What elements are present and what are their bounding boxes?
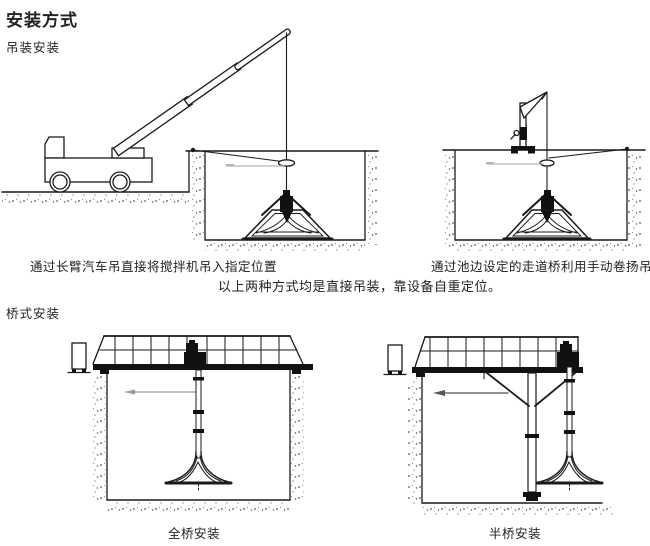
tank-full-bridge — [93, 369, 304, 513]
crane-truck-icon — [44, 136, 153, 193]
bridge-deck — [93, 364, 313, 370]
ground-stipple — [2, 193, 189, 205]
walkway-bridge — [92, 335, 313, 374]
wall-stipple — [444, 152, 455, 247]
water-level-arrow — [124, 389, 198, 395]
wall-stipple — [628, 152, 643, 247]
guide-rope — [548, 148, 628, 159]
wall-stipple — [93, 376, 106, 502]
full-bridge-caption: 全桥安装 — [168, 527, 221, 541]
hoisting-note: 以上两种方式均是直接吊装，靠设备自重定位。 — [218, 279, 502, 294]
tank-half-bridge — [408, 372, 614, 516]
bridge-section-heading: 桥式安装 — [6, 307, 61, 321]
hand-winch-figure — [442, 91, 646, 252]
pulley-block — [539, 159, 555, 167]
mixer-icon — [241, 190, 334, 241]
floor-stipple — [107, 501, 290, 513]
wall-stipple — [291, 376, 304, 502]
wall-stipple — [190, 153, 204, 241]
impeller-bell-icon — [535, 451, 604, 491]
page-title: 安装方式 — [6, 11, 78, 30]
water-level-arrow — [433, 390, 509, 396]
half-bridge-caption: 半桥安装 — [489, 527, 542, 541]
wall-stipple — [408, 378, 421, 505]
railing-posts — [429, 336, 557, 368]
water-level-mark — [226, 164, 285, 167]
drive-motor-icon — [184, 340, 206, 364]
pulley-block — [277, 159, 296, 167]
mixer-shaft — [193, 369, 204, 459]
control-cabinet-icon — [67, 342, 91, 374]
water-level-mark — [486, 162, 544, 165]
truck-crane-caption: 通过长臂汽车吊直接将搅拌机吊入指定位置 — [30, 260, 278, 274]
half-bridge-figure — [383, 336, 614, 516]
tank-left — [185, 150, 379, 252]
davit-crane-icon — [510, 91, 548, 154]
hand-winch-caption: 通过池边设定的走道桥利用手动卷扬吊装 — [431, 260, 650, 274]
truck-crane-figure — [1, 28, 379, 252]
floor-stipple — [422, 504, 614, 516]
hand-winch-icon — [520, 127, 527, 140]
full-bridge-figure — [67, 335, 313, 513]
impeller-bell-icon — [164, 451, 233, 492]
hoisting-section-heading: 吊装安装 — [6, 41, 61, 55]
mixer-shaft — [564, 366, 575, 458]
wall-stipple — [366, 153, 379, 245]
drive-motor-icon — [557, 341, 579, 367]
guide-rope — [192, 149, 287, 163]
bridge-deck — [412, 367, 583, 373]
mixer-icon — [502, 190, 592, 241]
telescopic-boom — [112, 28, 291, 157]
railing-posts — [114, 335, 280, 365]
control-cabinet-icon — [383, 344, 407, 376]
floor-stipple — [455, 241, 627, 252]
rope-anchor — [624, 146, 630, 152]
floor-stipple — [205, 241, 365, 252]
